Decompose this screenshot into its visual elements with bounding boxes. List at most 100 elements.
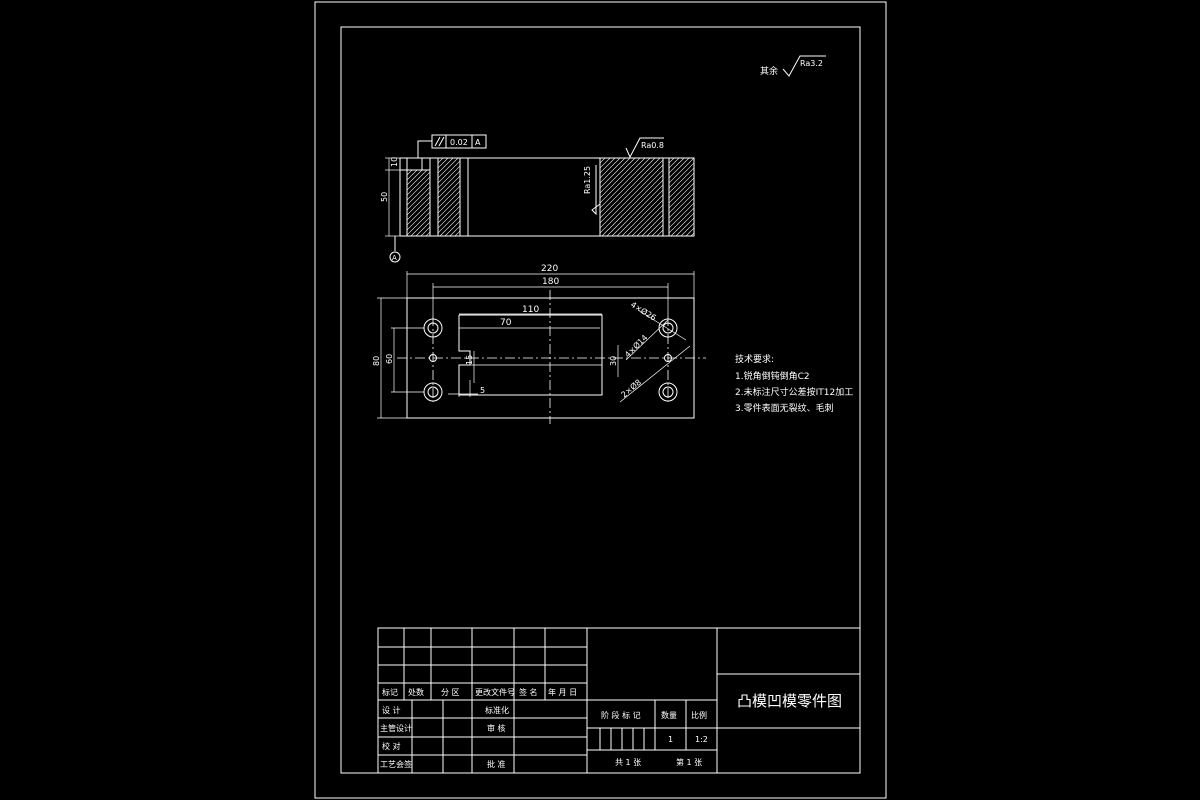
parallelism-tolerance-frame: 0.02 A (417, 134, 487, 158)
hatch-line (669, 182, 694, 209)
hatch-line (471, 170, 537, 236)
tb-label-standard: 标准化 (485, 705, 509, 715)
hatch-line (600, 164, 663, 229)
hatch-line (438, 205, 460, 229)
hatch-line (631, 204, 663, 236)
hatch-line (500, 158, 578, 236)
hatch-line (600, 158, 626, 184)
dim-110-text: 110 (522, 305, 539, 315)
hatch-line (669, 192, 694, 219)
hatch-line (407, 170, 428, 191)
tech-req-heading: 技术要求: (735, 353, 774, 365)
pins-text: 2×Ø8 (619, 377, 643, 400)
hatch-line (711, 158, 789, 236)
hatch-line (732, 158, 810, 236)
dim-step-depth: 15 (465, 351, 475, 383)
hatch-line (600, 169, 663, 234)
cavity-outline (458, 314, 603, 396)
hatch-line (669, 202, 694, 229)
hatch-line (407, 196, 430, 221)
dim-overall-length: 220 (406, 264, 695, 298)
hatch-line (727, 158, 805, 236)
hatch-line (706, 158, 784, 236)
hatch-line (407, 206, 430, 231)
parallel-symbol (434, 136, 441, 147)
hatch-line (669, 158, 670, 159)
counterbore-text: 4×Ø26 (629, 299, 658, 322)
tb-header-date: 年 月 日 (548, 687, 577, 697)
tb-label-review: 审 核 (487, 723, 506, 733)
hatch-line (415, 221, 430, 236)
hatch-line (651, 224, 663, 236)
hatch-line (470, 158, 548, 236)
hatch-line (438, 190, 460, 214)
hatch-line (407, 181, 430, 206)
hatch-line (476, 170, 542, 236)
hatch-line (407, 170, 413, 176)
hatch-line (461, 170, 527, 236)
hatch-line (438, 158, 454, 174)
tb-quantity-label: 数量 (661, 710, 677, 720)
tb-sheet-number: 第 1 张 (676, 757, 702, 767)
hatch-line (761, 158, 839, 236)
roughness-top-value: Ra0.8 (641, 141, 664, 150)
hatch-line (746, 158, 824, 236)
callout-holes: 4×Ø14 (622, 319, 669, 361)
hatch-line (741, 158, 819, 236)
technical-requirements: 技术要求: 1.锐角倒钝倒角C2 2.未标注尺寸公差按IT12加工 3.零件表面… (735, 353, 853, 414)
holes-text: 4×Ø14 (622, 332, 649, 359)
hatch-line (407, 170, 423, 186)
tb-scale-label: 比例 (691, 710, 707, 720)
section-hatching-mid (438, 158, 588, 236)
hatch-line (606, 179, 663, 236)
hatch-line (672, 158, 750, 236)
roughness-note-prefix: 其余 (760, 65, 778, 77)
tb-label-process: 工艺会签 (380, 759, 412, 769)
dim-top-text: 10 (390, 157, 399, 167)
tech-req-item-2: 2.未标注尺寸公差按IT12加工 (735, 386, 853, 398)
dim-hole-rows: 60 (385, 327, 424, 393)
hatch-line (600, 158, 621, 179)
hatch-line (454, 230, 460, 236)
hatch-line (600, 159, 663, 224)
hatch-line (466, 170, 532, 236)
hatch-line (697, 158, 775, 236)
hatch-line (490, 158, 568, 236)
hatch-line (438, 210, 460, 234)
hatch-line (407, 186, 430, 211)
hatch-line (438, 165, 460, 189)
hatch-line (438, 195, 460, 219)
hatch-line (669, 167, 694, 194)
section-hatching-left (407, 170, 557, 236)
tb-header-mark: 标记 (382, 687, 398, 697)
hatch-line (475, 158, 553, 236)
tb-quantity-value: 1 (668, 735, 673, 744)
hatch-line (646, 219, 663, 236)
hatch-line (670, 212, 694, 236)
hatch-line (407, 201, 430, 226)
dim-60-text: 60 (385, 354, 394, 364)
hatch-line (721, 158, 799, 236)
general-roughness-note: 其余 Ra3.2 (760, 55, 826, 77)
hatch-line (510, 158, 588, 236)
roughness-note-value: Ra3.2 (800, 59, 823, 68)
hatch-line (756, 158, 834, 236)
hatch-line (600, 158, 616, 174)
tb-header-sign: 签 名 (519, 687, 538, 697)
tb-label-design: 设 计 (382, 705, 401, 715)
hatch-line (491, 170, 557, 236)
hatch-line (707, 158, 785, 236)
roughness-wall: Ra1.25 (583, 165, 601, 216)
hatch-line (669, 162, 694, 189)
hatch-line (438, 160, 460, 184)
hatch-line (669, 158, 694, 184)
section-hatching-right (600, 158, 810, 236)
hatch-line (438, 175, 460, 199)
hatch-line (600, 158, 611, 169)
hatch-line (407, 191, 430, 216)
hatch-line (726, 158, 804, 236)
plan-view: 220 180 110 70 80 60 (372, 264, 706, 424)
hatch-line (601, 174, 663, 236)
dim-slot-length: 110 (459, 305, 602, 315)
